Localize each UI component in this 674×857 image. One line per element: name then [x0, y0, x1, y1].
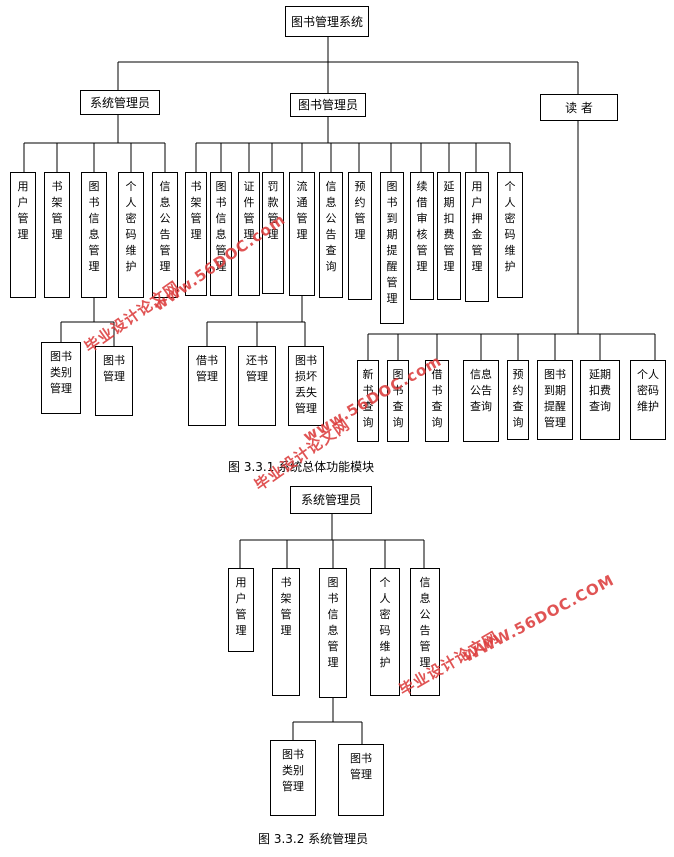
- label: 书架管理: [190, 180, 202, 241]
- d1-lib-renewal-review: 续借审核管理: [410, 172, 434, 300]
- label: 还书管理: [246, 354, 268, 383]
- label: 用户管理: [17, 180, 29, 241]
- d2-shelf-mgmt: 书架管理: [272, 568, 300, 696]
- d1-book-category-mgmt: 图书类别管理: [41, 342, 81, 414]
- label: 个人密码维护: [379, 576, 391, 669]
- label: 延期扣费管理: [443, 180, 455, 273]
- label: 图书到期提醒管理: [386, 180, 398, 305]
- d1-lib-due-reminder-mgmt: 图书到期提醒管理: [380, 172, 404, 324]
- label: 图书信息管理: [215, 180, 227, 273]
- figure-caption-1: 图 3.3.1 系统总体功能模块: [228, 460, 375, 474]
- label: 图书类别管理: [282, 748, 304, 793]
- label: 个人密码维护: [504, 180, 516, 273]
- d1-return-mgmt: 还书管理: [238, 346, 276, 426]
- label: 流通管理: [296, 180, 308, 241]
- d1-lib-fine-mgmt: 罚款管理: [262, 172, 284, 294]
- label: 罚款管理: [267, 180, 279, 241]
- d1-damage-loss-mgmt: 图书损坏丢失管理: [288, 346, 324, 426]
- label: 新书查询: [362, 368, 374, 429]
- sysadmin-node: 系统管理员: [80, 90, 160, 115]
- d1-sysadmin-bookinfo-mgmt: 图书信息管理: [81, 172, 107, 298]
- d2-book-mgmt: 图书管理: [338, 744, 384, 816]
- label: 图书到期提醒管理: [544, 368, 566, 429]
- d1-sysadmin-notice-mgmt: 信息公告管理: [152, 172, 178, 298]
- label: 信息公告管理: [159, 180, 171, 273]
- label: 个人密码维护: [125, 180, 137, 273]
- label: 图书管理: [103, 354, 125, 383]
- d1-lib-reservation-mgmt: 预约管理: [348, 172, 372, 300]
- root-system-node: 图书管理系统: [285, 6, 369, 37]
- d1-sysadmin-shelf-mgmt: 书架管理: [44, 172, 70, 298]
- d1-reader-password: 个人密码维护: [630, 360, 666, 440]
- d1-lib-notice-query: 信息公告查询: [319, 172, 343, 298]
- d1-reader-notice-query: 信息公告查询: [463, 360, 499, 442]
- label: 用户押金管理: [471, 180, 483, 273]
- label: 图书信息管理: [327, 576, 339, 669]
- label: 图书信息管理: [88, 180, 100, 273]
- d1-lib-deposit-mgmt: 用户押金管理: [465, 172, 489, 302]
- d1-book-mgmt: 图书管理: [95, 346, 133, 416]
- d1-lib-password: 个人密码维护: [497, 172, 523, 298]
- reader-node: 读 者: [540, 94, 618, 121]
- d2-notice-mgmt: 信息公告管理: [410, 568, 440, 696]
- label: 借书查询: [431, 368, 443, 429]
- label: 续借审核管理: [416, 180, 428, 273]
- d1-reader-due-reminder: 图书到期提醒管理: [537, 360, 573, 440]
- label: 预约查询: [512, 368, 524, 429]
- d1-lib-circulation-mgmt: 流通管理: [289, 172, 315, 296]
- label: 预约管理: [354, 180, 366, 241]
- label: 书架管理: [51, 180, 63, 241]
- label: 用户管理: [235, 576, 247, 637]
- librarian-node: 图书管理员: [290, 93, 366, 117]
- label: 图书查询: [392, 368, 404, 429]
- label: 信息公告管理: [419, 576, 431, 669]
- label: 书架管理: [280, 576, 292, 637]
- d2-password: 个人密码维护: [370, 568, 400, 696]
- d1-lib-late-fee-mgmt: 延期扣费管理: [437, 172, 461, 300]
- d2-bookinfo-mgmt: 图书信息管理: [319, 568, 347, 698]
- label: 图书类别管理: [50, 350, 72, 395]
- label: 信息公告查询: [325, 180, 337, 273]
- d1-borrow-mgmt: 借书管理: [188, 346, 226, 426]
- d1-lib-card-mgmt: 证件管理: [238, 172, 260, 296]
- label: 个人密码维护: [637, 368, 659, 413]
- figure-caption-2: 图 3.3.2 系统管理员: [258, 832, 369, 846]
- d1-sysadmin-user-mgmt: 用户管理: [10, 172, 36, 298]
- label: 图书损坏丢失管理: [295, 354, 317, 415]
- d1-reader-reservation-query: 预约查询: [507, 360, 529, 440]
- d1-reader-book-query: 图书查询: [387, 360, 409, 442]
- label: 借书管理: [196, 354, 218, 383]
- d1-lib-shelf-mgmt: 书架管理: [185, 172, 207, 296]
- d2-book-category-mgmt: 图书类别管理: [270, 740, 316, 816]
- d2-user-mgmt: 用户管理: [228, 568, 254, 652]
- d1-sysadmin-password: 个人密码维护: [118, 172, 144, 298]
- label: 图书管理: [350, 752, 372, 781]
- d1-reader-late-fee-query: 延期扣费查询: [580, 360, 620, 440]
- d2-sysadmin-node: 系统管理员: [290, 486, 372, 514]
- label: 证件管理: [243, 180, 255, 241]
- d1-lib-bookinfo-mgmt: 图书信息管理: [210, 172, 232, 296]
- d1-reader-new-book-query: 新书查询: [357, 360, 379, 442]
- label: 信息公告查询: [470, 368, 492, 413]
- label: 延期扣费查询: [589, 368, 611, 413]
- d1-reader-borrow-query: 借书查询: [425, 360, 449, 442]
